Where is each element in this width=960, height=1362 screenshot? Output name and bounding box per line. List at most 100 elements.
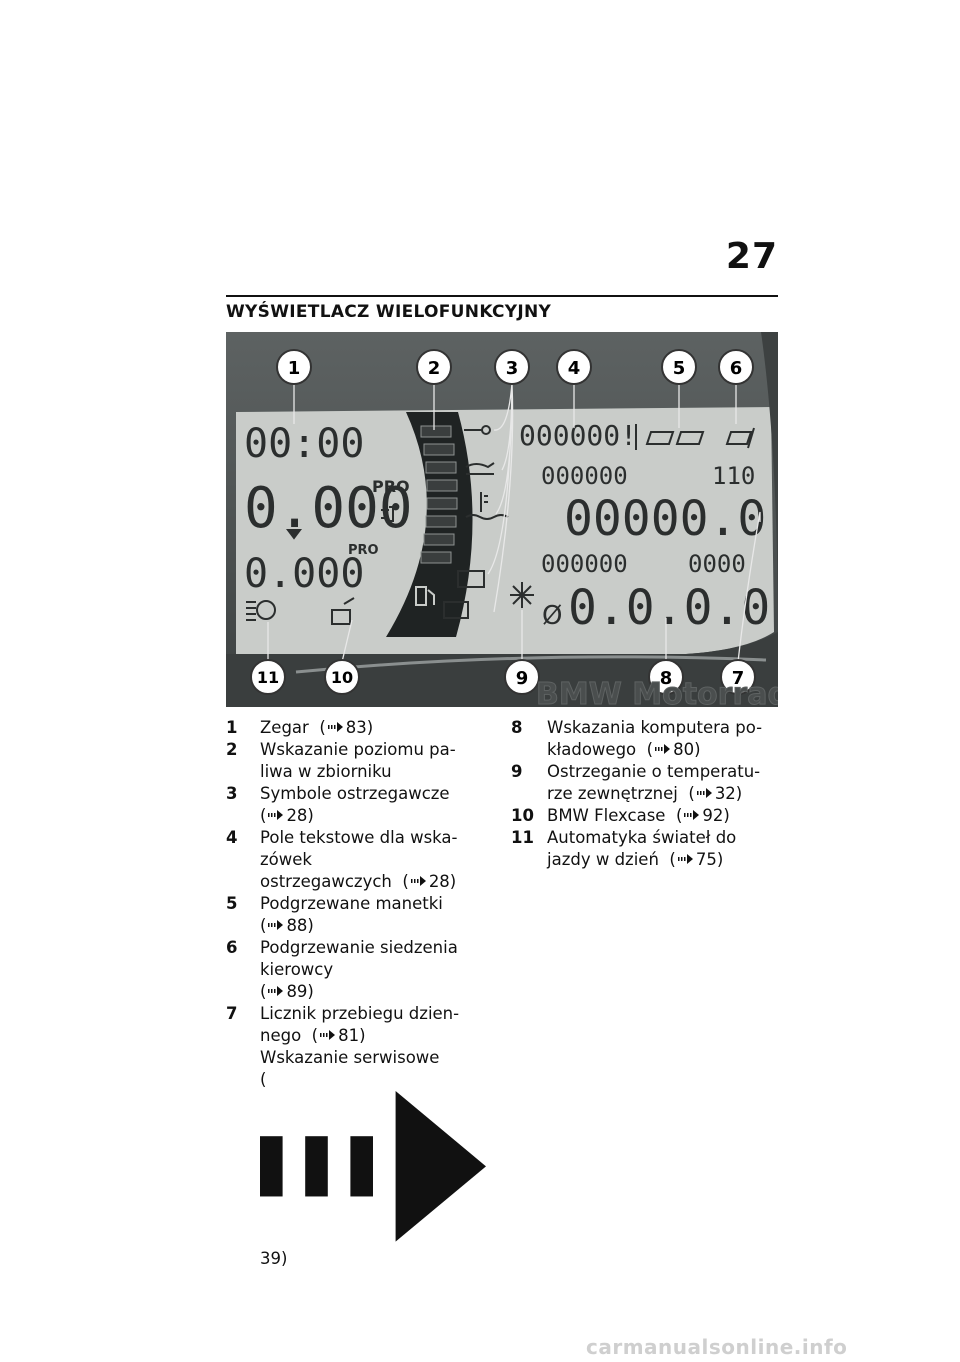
legend-item-line: Pole tekstowe dla wska- xyxy=(260,828,458,847)
callout-1: 1 xyxy=(276,349,312,385)
legend-item-text: nego (81) xyxy=(260,1025,486,1047)
seat-heating-icon xyxy=(725,427,755,449)
callout-10: 10 xyxy=(324,659,360,695)
page-reference[interactable]: (80) xyxy=(636,740,701,759)
legend-item-text: rze zewnętrznej (32) xyxy=(547,783,781,805)
page-reference-number: 32) xyxy=(714,784,743,803)
plug-icon xyxy=(381,506,394,522)
legend-item-line: Wskazanie poziomu pa- xyxy=(260,740,456,759)
legend-item-number: 1 xyxy=(226,718,238,737)
legend-item-text: (88) xyxy=(260,915,486,937)
svg-text:8: 8 xyxy=(660,668,673,689)
legend-item-line: BMW Flexcase xyxy=(547,806,666,825)
svg-text:10: 10 xyxy=(331,668,353,687)
legend-item-line: Automatyka świateł do xyxy=(547,828,737,847)
callout-5: 5 xyxy=(661,349,697,385)
page-reference[interactable]: (89) xyxy=(260,982,314,1001)
triangle-marker-icon xyxy=(286,529,302,540)
reference-arrow-icon xyxy=(320,1030,336,1040)
callout-3: 3 xyxy=(494,349,530,385)
callout-2: 2 xyxy=(416,349,452,385)
footer-watermark: carmanualsonline.info xyxy=(586,1335,848,1359)
svg-text:1: 1 xyxy=(288,358,301,379)
fuel-level-bars xyxy=(420,425,458,564)
legend-item-number: 5 xyxy=(226,894,238,913)
page-reference-number: 92) xyxy=(702,806,730,825)
page-reference[interactable]: (83) xyxy=(308,718,374,737)
callout-9: 9 xyxy=(504,659,540,695)
page-reference-number: 75) xyxy=(695,850,724,869)
legend-item-text: Wskazanie poziomu pa- xyxy=(260,739,486,761)
engine-check-icon xyxy=(457,570,485,588)
legend-item-number: 2 xyxy=(226,740,238,759)
reference-arrow-icon xyxy=(268,810,284,820)
legend-item-text: (89) xyxy=(260,981,486,1003)
page-reference-number: 83) xyxy=(345,718,374,737)
page-reference[interactable]: (28) xyxy=(260,806,314,825)
battery-icon xyxy=(443,601,469,619)
reference-arrow-icon xyxy=(268,920,284,930)
reference-arrow-icon xyxy=(327,722,343,732)
gear-display: 0.000 xyxy=(244,551,364,597)
reference-arrow-icon xyxy=(684,810,700,820)
leader-lines xyxy=(267,382,761,663)
onboard-computer-small-2: 0000 xyxy=(688,550,746,578)
legend-item-line: Wskazania komputera po- xyxy=(547,718,763,737)
svg-text:2: 2 xyxy=(428,358,441,379)
legend-item-line: liwa w zbiorniku xyxy=(260,762,392,781)
page-reference[interactable]: (32) xyxy=(677,784,743,803)
riding-mode-label-2: PRO xyxy=(348,543,379,558)
legend-item-line: Zegar xyxy=(260,718,309,737)
legend-item-number: 9 xyxy=(511,762,523,781)
range-small: 110 xyxy=(712,462,755,490)
callout-4: 4 xyxy=(556,349,592,385)
flexcase-icon xyxy=(331,597,355,625)
legend-item-line: Podgrzewanie siedzenia xyxy=(260,938,458,957)
speed-display: 0.000 xyxy=(244,476,413,541)
reference-arrow-icon xyxy=(696,788,712,798)
svg-text:11: 11 xyxy=(257,668,279,687)
page-reference-number: 89) xyxy=(286,982,314,1001)
display-illustration: 00:00 0.000 PRO 0.000 PRO 000000! 000000… xyxy=(226,332,778,707)
page-reference[interactable]: (92) xyxy=(665,806,730,825)
multifunction-display-figure: 00:00 0.000 PRO 0.000 PRO 000000! 000000… xyxy=(226,332,778,707)
legend-left-column: 1 Zegar (83) 2 Wskazanie poziomu pa-liwa w … xyxy=(226,717,486,1270)
reference-arrow-icon xyxy=(268,986,284,996)
legend-item-extra-ref[interactable]: (39) xyxy=(260,1069,486,1270)
warning-text-field: 000000! xyxy=(519,419,637,452)
section-title: WYŚWIETLACZ WIELOFUNKCYJNY xyxy=(226,302,552,322)
key-warning-icon xyxy=(464,425,491,435)
page-reference[interactable]: (81) xyxy=(301,1026,366,1045)
onboard-computer-small-1: 000000 xyxy=(541,550,628,578)
page-reference[interactable]: (28) xyxy=(391,872,457,891)
legend-item-text: Ostrzeganie o temperatu- xyxy=(547,761,781,783)
legend-item-text: kładowego (80) xyxy=(547,739,781,761)
legend-item-number: 7 xyxy=(226,1004,238,1023)
legend-item-text: Licznik przebiegu dzien- xyxy=(260,1003,486,1025)
bmw-motorrad-watermark: BMW Motorrad xyxy=(536,677,778,707)
legend-item-line: rze zewnętrznej xyxy=(547,784,678,803)
page-reference-number: 80) xyxy=(673,740,701,759)
heated-grips-icon xyxy=(645,431,705,445)
legend-item-line: nego xyxy=(260,1026,302,1045)
legend-item-text: jazdy w dzień (75) xyxy=(547,849,781,871)
svg-text:4: 4 xyxy=(568,358,581,379)
snowflake-icon xyxy=(510,582,534,608)
legend-item-10: 10 BMW Flexcase (92) xyxy=(511,805,781,827)
trip-meter-display: 00000.0 xyxy=(564,491,766,547)
reference-arrow-icon xyxy=(260,1091,486,1242)
fuel-pump-icon xyxy=(415,586,435,606)
legend-item-text: kierowcy xyxy=(260,959,486,981)
page-reference[interactable]: (88) xyxy=(260,916,314,935)
legend-item-line: jazdy w dzień xyxy=(547,850,659,869)
legend-item-number: 10 xyxy=(511,806,534,825)
legend-item-text: liwa w zbiorniku xyxy=(260,761,486,783)
legend-item-text: Podgrzewanie siedzenia xyxy=(260,937,486,959)
legend-item-text: (28) xyxy=(260,805,486,827)
legend-item-9: 9 Ostrzeganie o temperatu-rze zewnętrznej… xyxy=(511,761,781,805)
page-reference[interactable]: (75) xyxy=(658,850,724,869)
